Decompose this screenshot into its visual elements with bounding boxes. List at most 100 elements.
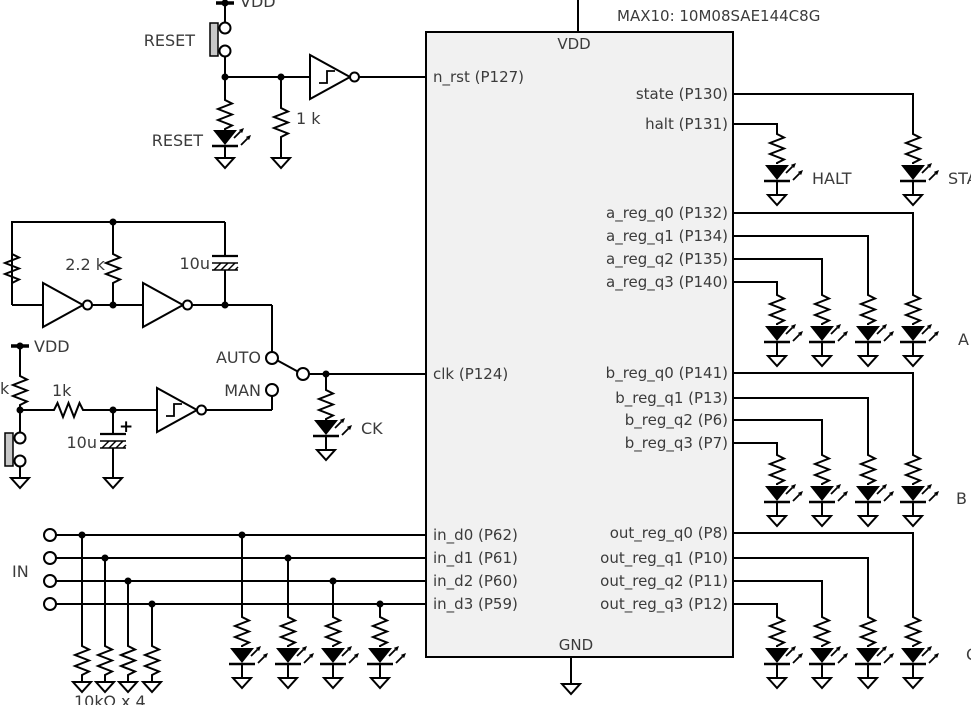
cap-polarity-label: +: [119, 417, 133, 437]
reset-circuit: VDD RESET RESET 1 k: [144, 0, 426, 169]
manual-clock-button: [4, 431, 27, 468]
ck-led-label: CK: [361, 419, 383, 438]
ground-icon: [903, 509, 923, 527]
bank-a-label: A: [958, 330, 969, 349]
pin-label-a-reg-q1: a_reg_q1 (P134): [606, 227, 728, 246]
fpga-chip: MAX10: 10M08SAE144C8G VDD GND n_rst (P12…: [425, 0, 820, 695]
resistor-cut-label: k: [0, 379, 10, 398]
chip-title: MAX10: 10M08SAE144C8G: [617, 7, 820, 25]
wire-a-q0: [733, 212, 914, 291]
chip-gnd-label: GND: [559, 636, 593, 654]
resistor: [860, 290, 876, 326]
in-terminal-2: [43, 574, 57, 588]
led-icon: [855, 484, 894, 502]
led-icon: [764, 484, 803, 502]
resistor: [769, 129, 785, 165]
resistor: [280, 612, 296, 648]
in-terminal-0: [43, 528, 57, 542]
resistor: [144, 641, 160, 677]
pulldown-resistors: 10kΩ x 4: [72, 531, 162, 705]
led-icon: [764, 324, 803, 342]
ground-icon: [767, 188, 787, 206]
resistor: [905, 290, 921, 326]
resistor: [325, 612, 341, 648]
pin-label-out-reg-q1: out_reg_q1 (P10): [600, 549, 728, 568]
resistor: [814, 450, 830, 486]
wire-a-q3: [733, 281, 778, 291]
reset-led-label: RESET: [152, 131, 203, 150]
man-label: MAN: [224, 381, 261, 400]
schmitt-inverter: [157, 388, 206, 432]
vdd-label: VDD: [240, 0, 276, 11]
ground-icon: [370, 671, 390, 689]
ground-icon: [278, 671, 298, 689]
wire-a-q2: [733, 258, 823, 291]
pin-label-out-reg-q0: out_reg_q0 (P8): [610, 524, 728, 543]
cap-10u-label: 10u: [67, 433, 98, 452]
led-icon: [855, 646, 894, 664]
ck-led-icon: [313, 418, 352, 436]
pin-label-a-reg-q3: a_reg_q3 (P140): [606, 273, 728, 292]
switch-lever: [276, 359, 299, 373]
ground-icon: [72, 675, 92, 693]
ground-icon: [812, 671, 832, 689]
ground-icon: [903, 671, 923, 689]
pin-label-out-reg-q2: out_reg_q2 (P11): [600, 572, 728, 591]
ground-icon: [142, 675, 162, 693]
pin-label-in-d1: in_d1 (P61): [433, 549, 518, 568]
reset-push-button: [209, 21, 232, 58]
b-register-leds: B: [733, 372, 967, 527]
resistor: [769, 612, 785, 648]
cap-10u-label: 10u: [180, 254, 211, 273]
resistor: [120, 641, 136, 677]
halt-led-label: HALT: [812, 169, 852, 188]
clock-select-switch: AUTO MAN CK: [216, 348, 426, 461]
ground-icon: [271, 151, 291, 169]
wire-b-q1: [733, 397, 869, 451]
ground-icon: [812, 509, 832, 527]
ground-icon: [561, 677, 581, 695]
ground-icon: [812, 349, 832, 367]
ground-icon: [903, 349, 923, 367]
ground-icon: [316, 443, 336, 461]
pin-label-a-reg-q0: a_reg_q0 (P132): [606, 204, 728, 223]
ground-icon: [903, 188, 923, 206]
ground-icon: [858, 509, 878, 527]
pin-label-state: state (P130): [636, 85, 728, 103]
resistor: [905, 129, 921, 165]
vdd-label: VDD: [34, 337, 70, 356]
manual-clock-circuit: VDD k 1k 10u +: [0, 337, 273, 489]
wire-out-q0: [733, 532, 914, 613]
resistor-1k-label: 1k: [52, 381, 72, 400]
ground-icon: [95, 675, 115, 693]
led-icon: [900, 484, 939, 502]
resistor: [217, 95, 233, 131]
wire-out-q1: [733, 557, 869, 613]
resistor: [769, 290, 785, 326]
bank-out-label: OUT: [966, 645, 971, 664]
state-led-label: STATE: [948, 169, 971, 188]
led-icon: [809, 324, 848, 342]
resistor: [234, 612, 250, 648]
wire-a-q1: [733, 235, 869, 291]
bank-b-label: B: [956, 489, 967, 508]
pin-label-in-d0: in_d0 (P62): [433, 526, 518, 545]
pin-label-halt: halt (P131): [645, 115, 728, 133]
led-icon: [900, 324, 939, 342]
input-indicator-leds: [229, 531, 406, 689]
pin-label-in-d2: in_d2 (P60): [433, 572, 518, 591]
resistor: [273, 103, 289, 139]
resistor: [97, 641, 113, 677]
resistor-1k-label: 1 k: [296, 109, 321, 128]
resistor: [769, 450, 785, 486]
in-port-label: IN: [12, 562, 29, 581]
resistor: [860, 612, 876, 648]
resistor: [814, 612, 830, 648]
led-icon: [809, 484, 848, 502]
led-icon: [900, 646, 939, 664]
reset-led-icon: [212, 128, 251, 146]
pin-label-n-rst: n_rst (P127): [433, 68, 524, 87]
led-icon: [809, 646, 848, 664]
resistor: [814, 290, 830, 326]
